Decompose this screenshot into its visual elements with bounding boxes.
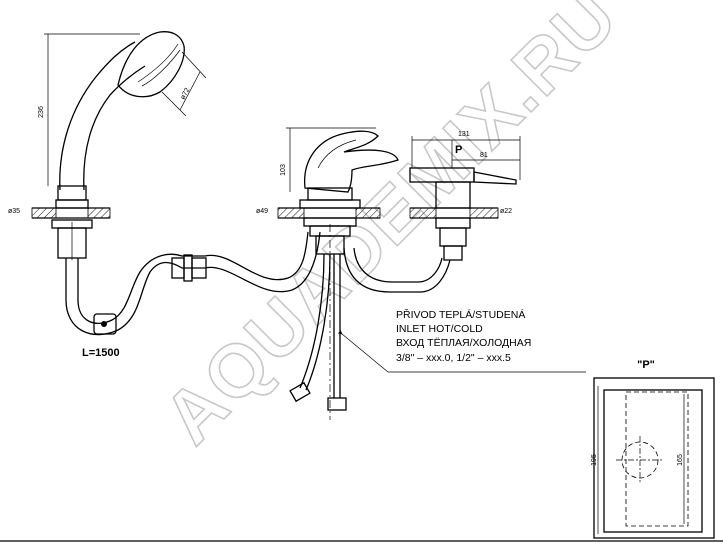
dim-shower-height: 236 (38, 106, 45, 118)
inlet-note-line3: ВХОД ТЁПЛАЯ/ХОЛОДНАЯ (396, 337, 531, 349)
watermark: AQUADEMIX.RU (147, 0, 634, 460)
dim-spout-offset: 81 (480, 152, 488, 159)
dim-shower-base-dia: ø35 (8, 208, 20, 215)
dim-spout-width: 131 (458, 131, 470, 138)
dim-spout-base-dia: ø22 (500, 208, 512, 215)
dim-mixer-base-dia: ø49 (256, 208, 268, 215)
p-marker: P (455, 144, 462, 156)
mixer-body: 103 ø49 (256, 127, 399, 420)
hand-shower: 236 ø72 ø35 (8, 31, 207, 260)
watermark-text: AQUADEMIX.RU (148, 0, 634, 459)
inlet-note-line1: PŘIVOD TEPLÁ/STUDENÁ (396, 308, 525, 321)
detail-p-title: "P" (637, 359, 655, 371)
crossover-pipe (343, 247, 451, 293)
dim-shower-head-dia: ø72 (180, 87, 192, 101)
detail-p-outer-height: 195 (591, 454, 598, 466)
dim-mixer-height: 103 (280, 164, 287, 176)
dim-hose-length: L=1500 (82, 347, 120, 359)
inlet-note-line4: 3/8" – xxx.0, 1/2" – xxx.5 (396, 352, 511, 364)
inlet-note-line2: INLET HOT/COLD (396, 323, 483, 335)
inlet-note: PŘIVOD TEPLÁ/STUDENÁ INLET HOT/COLD ВХОД… (337, 308, 586, 373)
spout: 131 81 P ø22 (409, 131, 521, 261)
detail-p-inner-height: 165 (677, 454, 684, 466)
shower-hose: L=1500 (65, 231, 321, 359)
detail-p: "P" 195 165 (591, 359, 715, 539)
